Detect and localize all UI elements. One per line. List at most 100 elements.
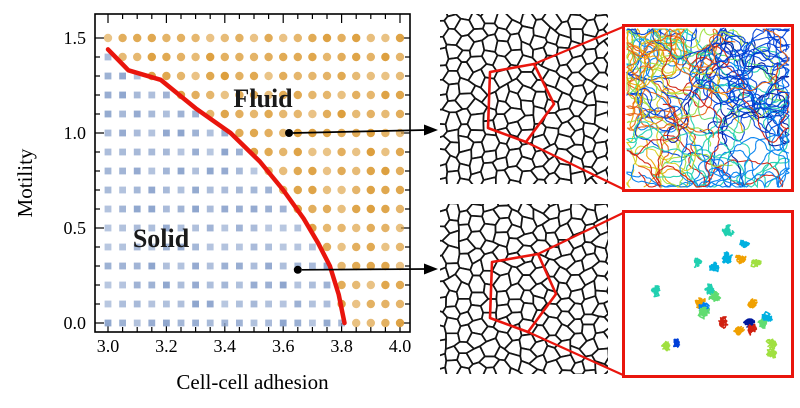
solid-marker bbox=[119, 262, 126, 270]
fluid-marker bbox=[352, 128, 361, 138]
fluid-marker bbox=[162, 71, 171, 81]
fluid-marker bbox=[352, 166, 361, 176]
solid-marker bbox=[104, 243, 112, 251]
fluid-marker bbox=[381, 204, 390, 214]
solid-marker bbox=[265, 319, 272, 327]
solid-marker bbox=[250, 167, 258, 175]
solid-marker bbox=[177, 243, 185, 251]
solid-trajectories bbox=[650, 224, 778, 359]
fluid-marker bbox=[264, 52, 273, 62]
fluid-marker bbox=[293, 147, 302, 157]
solid-marker bbox=[104, 186, 112, 194]
solid-marker bbox=[163, 300, 170, 308]
voronoi-cell bbox=[603, 313, 608, 323]
solid-marker bbox=[236, 224, 243, 232]
fluid-marker bbox=[352, 90, 361, 100]
fluid-region-label: Fluid bbox=[233, 84, 293, 113]
fluid-marker bbox=[366, 280, 375, 290]
solid-marker bbox=[177, 262, 185, 270]
fluid-marker bbox=[352, 52, 361, 62]
solid-marker bbox=[279, 300, 287, 308]
solid-marker bbox=[206, 205, 214, 213]
solid-marker bbox=[309, 319, 316, 327]
fluid-marker bbox=[206, 33, 215, 43]
trajectory-panel-solid bbox=[622, 210, 794, 378]
solid-marker bbox=[148, 148, 156, 156]
y-tick-label: 0.0 bbox=[64, 313, 87, 333]
solid-marker bbox=[309, 262, 316, 270]
solid-marker bbox=[133, 129, 141, 137]
fluid-marker bbox=[366, 299, 375, 309]
x-tick-label: 3.0 bbox=[97, 336, 120, 356]
solid-marker bbox=[177, 319, 185, 327]
solid-marker bbox=[279, 224, 287, 232]
solid-marker bbox=[192, 243, 199, 251]
fluid-marker bbox=[337, 109, 346, 119]
caged-cell-trajectory bbox=[694, 297, 707, 309]
caged-cell-trajectory bbox=[734, 254, 747, 265]
solid-marker bbox=[236, 148, 243, 156]
voronoi-cell bbox=[604, 62, 608, 77]
fluid-marker bbox=[352, 299, 361, 309]
cell-trajectory bbox=[635, 79, 790, 133]
solid-marker bbox=[192, 129, 199, 137]
fluid-marker bbox=[176, 33, 186, 43]
fluid-marker bbox=[352, 242, 361, 252]
solid-marker bbox=[206, 300, 214, 308]
solid-marker bbox=[192, 262, 199, 270]
solid-marker bbox=[221, 319, 229, 327]
fluid-marker bbox=[308, 109, 317, 119]
solid-marker bbox=[206, 319, 214, 327]
fluid-marker bbox=[279, 166, 288, 176]
solid-marker bbox=[177, 167, 185, 175]
fluid-marker bbox=[366, 33, 375, 43]
fluid-marker bbox=[322, 185, 332, 195]
solid-marker bbox=[192, 110, 199, 118]
fluid-marker bbox=[279, 33, 288, 43]
solid-marker bbox=[163, 319, 170, 327]
solid-marker bbox=[192, 167, 199, 175]
fluid-marker bbox=[264, 71, 273, 81]
x-tick-label: 4.0 bbox=[389, 336, 412, 356]
solid-marker bbox=[221, 148, 229, 156]
fluid-marker bbox=[322, 33, 332, 43]
fluid-marker bbox=[191, 90, 200, 100]
fluid-marker bbox=[366, 166, 375, 176]
cell-trajectory bbox=[652, 100, 790, 189]
fluid-marker bbox=[337, 33, 346, 43]
fluid-marker bbox=[352, 204, 361, 214]
fluid-marker bbox=[322, 147, 332, 157]
fluid-marker bbox=[395, 280, 405, 290]
solid-marker bbox=[163, 262, 170, 270]
fluid-marker bbox=[293, 128, 302, 138]
solid-marker bbox=[177, 300, 185, 308]
fluid-marker bbox=[322, 52, 332, 62]
solid-marker bbox=[163, 205, 170, 213]
fluid-marker bbox=[381, 166, 390, 176]
fluid-marker bbox=[322, 128, 332, 138]
fluid-marker bbox=[279, 52, 288, 62]
fluid-marker bbox=[352, 223, 361, 233]
solid-marker bbox=[133, 262, 141, 270]
cell-trajectory bbox=[679, 137, 791, 189]
fluid-marker bbox=[162, 52, 171, 62]
voronoi-panel-fluid bbox=[440, 14, 608, 184]
solid-marker bbox=[279, 262, 287, 270]
solid-marker bbox=[206, 262, 214, 270]
fluid-marker bbox=[308, 166, 317, 176]
fluid-marker bbox=[133, 33, 142, 43]
fluid-marker bbox=[293, 109, 302, 119]
fluid-marker bbox=[337, 128, 346, 138]
fluid-marker bbox=[235, 90, 244, 100]
solid-marker bbox=[323, 319, 331, 327]
solid-marker bbox=[177, 110, 185, 118]
cell-trajectory bbox=[661, 28, 790, 119]
fluid-marker bbox=[308, 128, 317, 138]
solid-marker bbox=[104, 148, 112, 156]
solid-marker bbox=[119, 243, 126, 251]
fluid-marker bbox=[308, 52, 317, 62]
fluid-marker bbox=[176, 52, 186, 62]
fluid-marker bbox=[206, 71, 215, 81]
fluid-marker bbox=[322, 242, 332, 252]
fluid-marker bbox=[235, 109, 244, 119]
